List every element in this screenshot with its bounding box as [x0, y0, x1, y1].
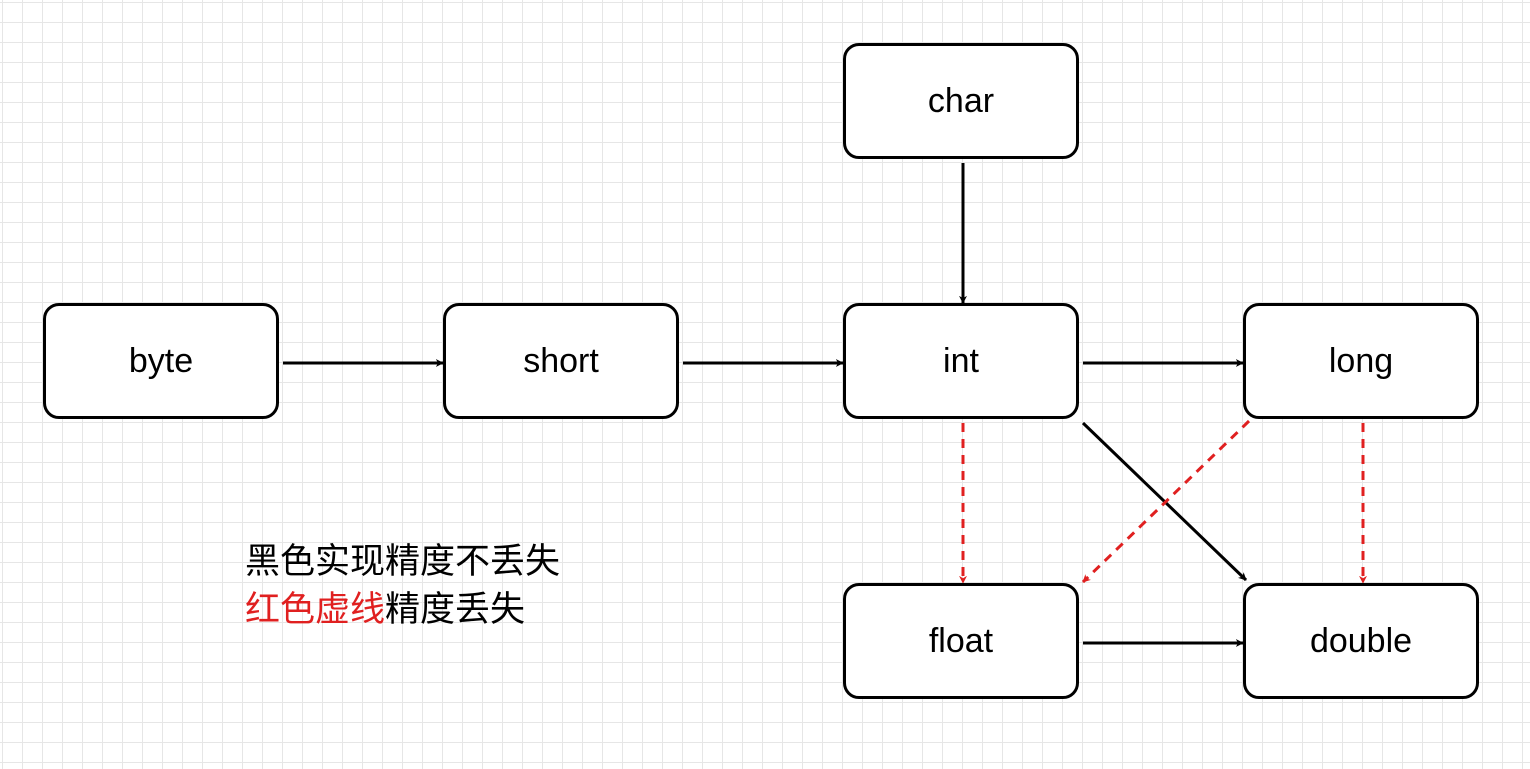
- node-float[interactable]: float: [843, 583, 1079, 699]
- legend-text-red: 红色虚线: [245, 590, 386, 630]
- node-long[interactable]: long: [1243, 303, 1479, 419]
- node-short[interactable]: short: [443, 303, 679, 419]
- node-float-label: float: [928, 621, 994, 660]
- node-double-label: double: [1309, 621, 1413, 660]
- legend-line-black: 黑色实现精度不丢失: [245, 538, 560, 586]
- node-int[interactable]: int: [843, 303, 1079, 419]
- node-byte[interactable]: byte: [43, 303, 279, 419]
- legend-line-red: 红色虚线精度丢失: [245, 586, 560, 634]
- node-byte-label: byte: [128, 341, 194, 380]
- legend: 黑色实现精度不丢失 红色虚线精度丢失: [245, 538, 560, 634]
- legend-text-black: 黑色实现精度不丢失: [245, 542, 561, 582]
- node-long-label: long: [1328, 341, 1394, 380]
- edge-long-float: [1081, 419, 1251, 584]
- node-char[interactable]: char: [843, 43, 1079, 159]
- node-char-label: char: [927, 81, 995, 120]
- node-int-label: int: [943, 341, 979, 380]
- legend-text-loss: 精度丢失: [385, 590, 526, 630]
- node-short-label: short: [523, 341, 599, 380]
- node-double[interactable]: double: [1243, 583, 1479, 699]
